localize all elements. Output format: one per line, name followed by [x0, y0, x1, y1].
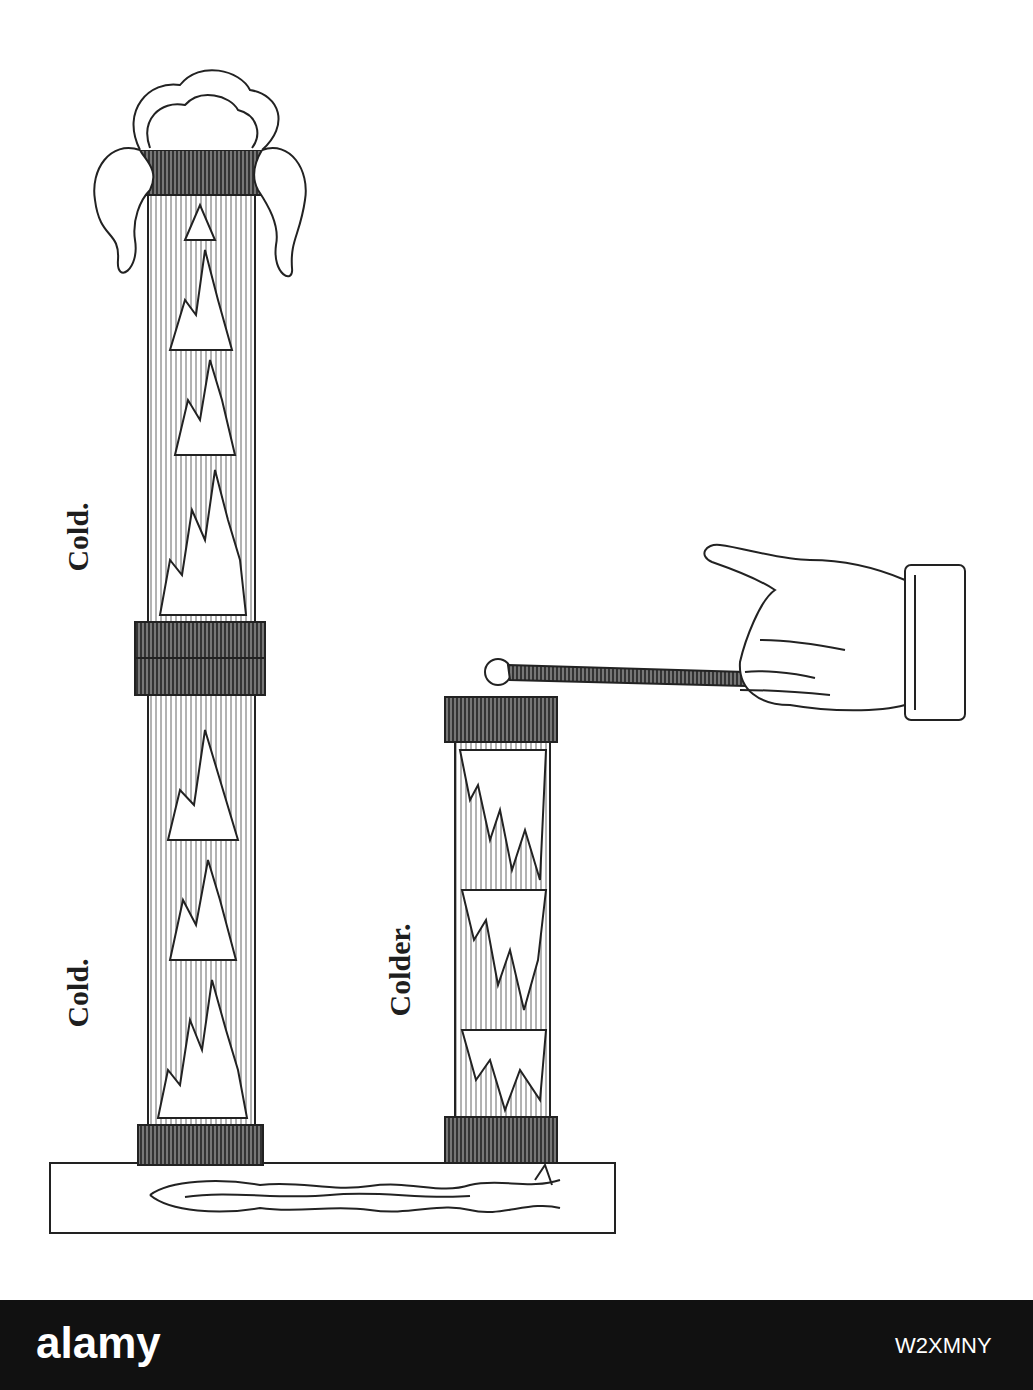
- temperature-label: Cold.: [61, 958, 95, 1027]
- temperature-label: Cold.: [61, 502, 95, 571]
- temperature-label: Colder.: [383, 923, 417, 1016]
- watermark-logo: alamy: [36, 1318, 161, 1368]
- image-id: W2XMNY: [895, 1333, 992, 1359]
